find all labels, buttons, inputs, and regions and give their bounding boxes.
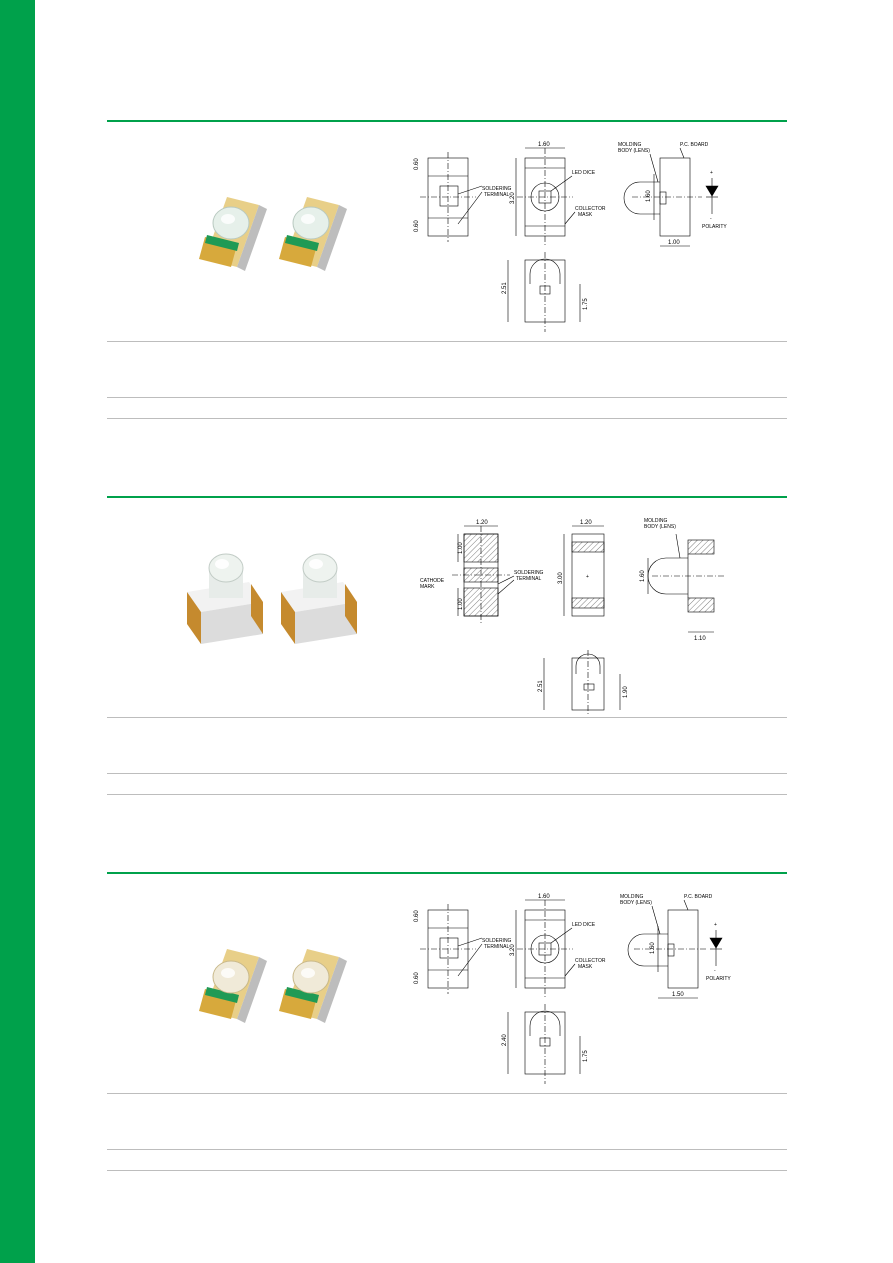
- label-mask: MASK: [578, 212, 593, 218]
- dimension-drawing: 0.60 0.60 SOLDERING TERMINAL 1.60 3.20 L…: [414, 894, 731, 1084]
- dim-pad-bottom: 0.60: [414, 220, 420, 232]
- label-led-dice: LED DICE: [572, 170, 596, 176]
- dim-pad-bottom: 1.00: [458, 598, 464, 610]
- label-soldering: SOLDERING: [482, 938, 512, 944]
- dim-side-height: 1.60: [646, 190, 652, 202]
- divider: [107, 341, 787, 342]
- label-molding: MOLDING: [620, 894, 643, 900]
- product-section-3: 0.60 0.60 SOLDERING TERMINAL 1.60 3.20 L…: [107, 872, 787, 1172]
- label-cathode: CATHODE: [420, 578, 445, 584]
- product-section-1: 0.60 0.60 SOLDERING TERMINAL 1.60 3.20 L…: [107, 120, 787, 420]
- label-terminal: TERMINAL: [516, 576, 542, 582]
- dim-side-width: 1.00: [668, 240, 680, 246]
- label-plus: +: [586, 574, 589, 580]
- divider: [107, 397, 787, 398]
- divider: [107, 773, 787, 774]
- dim-height: 3.20: [510, 192, 516, 204]
- product-section-2: 1.20 1.00 1.00 CATHODE MARK SOLDERING TE…: [107, 496, 787, 796]
- divider: [107, 1170, 787, 1171]
- label-pcb: P.C. BOARD: [680, 142, 709, 148]
- divider: [107, 1149, 787, 1150]
- dim-width: 1.60: [538, 894, 550, 900]
- divider: [107, 418, 787, 419]
- label-soldering: SOLDERING: [514, 570, 544, 576]
- label-minus: -: [714, 968, 716, 974]
- dim-pad-top: 0.60: [414, 158, 420, 170]
- section-top-rule: [107, 496, 787, 498]
- label-pcb: P.C. BOARD: [684, 894, 713, 900]
- dim-side-width: 1.10: [694, 636, 706, 642]
- label-molding: MOLDING: [618, 142, 641, 148]
- divider: [107, 717, 787, 718]
- label-collector: COLLECTOR: [575, 206, 606, 212]
- dim-side-height: 1.60: [650, 942, 656, 954]
- dim-lens-height: 1.90: [623, 686, 629, 698]
- dim-front-width: 1.20: [580, 520, 592, 526]
- label-minus: -: [710, 216, 712, 222]
- dimension-drawing: 1.20 1.00 1.00 CATHODE MARK SOLDERING TE…: [420, 518, 724, 714]
- led-product-photo: [187, 553, 357, 644]
- label-terminal: TERMINAL: [484, 192, 510, 198]
- dim-pad-top: 0.60: [414, 910, 420, 922]
- label-plus: +: [714, 922, 717, 928]
- dim-total-height: 2.51: [538, 680, 544, 692]
- label-led-dice: LED DICE: [572, 922, 596, 928]
- label-polarity: POLARITY: [702, 224, 727, 230]
- dimension-drawing: 0.60 0.60 SOLDERING TERMINAL 1.60 3.20 L…: [414, 142, 727, 332]
- dim-pad-bottom: 0.60: [414, 972, 420, 984]
- dim-pad-top: 1.00: [458, 542, 464, 554]
- label-body-lens: BODY (LENS): [620, 900, 652, 906]
- label-plus: +: [710, 170, 713, 176]
- divider: [107, 1093, 787, 1094]
- divider: [107, 794, 787, 795]
- dim-height: 3.20: [510, 944, 516, 956]
- label-polarity: POLARITY: [706, 976, 731, 982]
- dim-total-height: 2.40: [502, 1034, 508, 1046]
- label-terminal: TERMINAL: [484, 944, 510, 950]
- dim-total-height: 2.51: [502, 282, 508, 294]
- dim-width: 1.60: [538, 142, 550, 148]
- dim-side-height: 1.60: [640, 570, 646, 582]
- section-top-rule: [107, 120, 787, 122]
- green-side-bar: [0, 0, 35, 1263]
- dim-lens-height: 1.75: [583, 298, 589, 310]
- label-molding: MOLDING: [644, 518, 667, 524]
- dim-lens-height: 1.75: [583, 1050, 589, 1062]
- label-mask: MASK: [578, 964, 593, 970]
- label-soldering: SOLDERING: [482, 186, 512, 192]
- label-body-lens: BODY (LENS): [618, 148, 650, 154]
- label-body-lens: BODY (LENS): [644, 524, 676, 530]
- led-product-photo: [199, 949, 347, 1023]
- led-product-photo: [199, 197, 347, 271]
- dim-top-width: 1.20: [476, 520, 488, 526]
- label-mark: MARK: [420, 584, 435, 590]
- section-top-rule: [107, 872, 787, 874]
- label-collector: COLLECTOR: [575, 958, 606, 964]
- dim-side-width: 1.50: [672, 992, 684, 998]
- dim-front-height: 3.00: [558, 572, 564, 584]
